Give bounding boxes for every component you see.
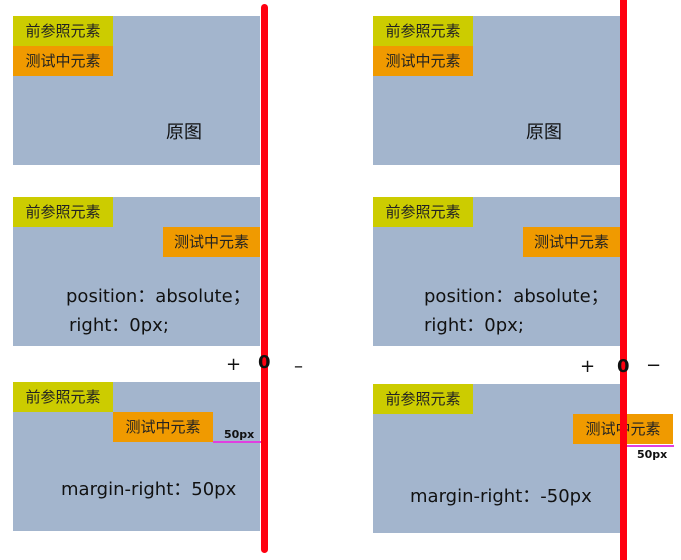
reference-element: 前参照元素	[13, 382, 113, 412]
test-element: 测试中元素	[523, 227, 620, 257]
caption: position：absolute；	[424, 286, 609, 307]
caption: 原图	[166, 122, 202, 143]
test-element: 测试中元素	[13, 46, 113, 76]
panel-original-right: 前参照元素 测试中元素 原图	[373, 16, 620, 165]
caption: right：0px;	[424, 315, 524, 336]
right-edge-line	[620, 0, 627, 560]
plus-sign: +	[580, 356, 596, 377]
panel-original-left: 前参照元素 测试中元素 原图	[13, 16, 260, 165]
right-edge-line	[261, 4, 268, 553]
test-element: 测试中元素	[163, 227, 260, 257]
panel-margin-right: 前参照元素 margin-right：-50px	[373, 384, 620, 533]
panel-margin-left: 前参照元素 测试中元素 50px margin-right：50px	[13, 382, 262, 531]
panel-absolute-right: 前参照元素 测试中元素 position：absolute； right：0px…	[373, 197, 620, 346]
caption: 原图	[526, 122, 562, 143]
reference-element: 前参照元素	[13, 16, 113, 46]
offset-label: 50px	[637, 448, 668, 461]
zero-sign: 0	[617, 356, 630, 377]
caption: right：0px;	[69, 315, 169, 336]
minus-sign: −	[646, 355, 662, 376]
test-element: 测试中元素	[373, 46, 473, 76]
zero-sign: 0	[258, 352, 271, 373]
caption: position：absolute；	[66, 286, 251, 307]
caption: margin-right：50px	[61, 479, 237, 500]
reference-element: 前参照元素	[13, 197, 113, 227]
panel-absolute-left: 前参照元素 测试中元素 position：absolute； right：0px…	[13, 197, 260, 346]
test-element: 测试中元素	[113, 412, 213, 442]
minus-sign: –	[294, 356, 303, 377]
plus-sign: +	[226, 354, 242, 375]
offset-line	[626, 445, 674, 447]
offset-label: 50px	[224, 428, 255, 441]
reference-element: 前参照元素	[373, 197, 473, 227]
offset-line	[213, 441, 262, 443]
caption: margin-right：-50px	[410, 486, 592, 507]
reference-element: 前参照元素	[373, 384, 473, 414]
reference-element: 前参照元素	[373, 16, 473, 46]
